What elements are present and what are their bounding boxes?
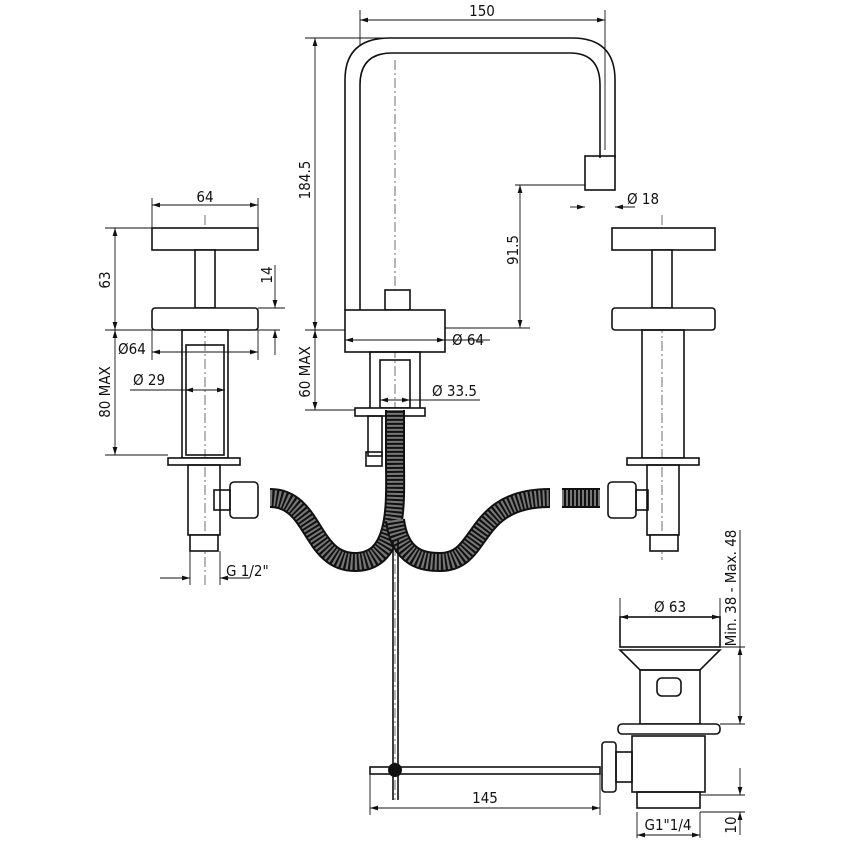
dim-handle-base-diameter: Ø64 xyxy=(118,340,146,358)
drain-waste xyxy=(601,616,722,809)
dim-center-base-diameter: Ø 64 xyxy=(452,331,484,349)
dim-nozzle-diameter: Ø 18 xyxy=(627,190,659,208)
dim-handle-shank-diameter: Ø 29 xyxy=(133,371,165,389)
dimension-lines xyxy=(105,10,745,838)
flexible-hoses xyxy=(268,410,600,573)
left-handle xyxy=(151,215,259,585)
popup-rod xyxy=(369,540,601,800)
dim-handle-base-height: 14 xyxy=(258,266,276,283)
dim-drain-diameter: Ø 63 xyxy=(654,598,686,616)
dim-handle-width: 64 xyxy=(196,188,213,206)
dim-spout-reach-height: 91.5 xyxy=(504,235,522,265)
dim-handle-max-thickness: 80 MAX xyxy=(96,366,114,418)
dim-handle-height: 63 xyxy=(96,271,114,288)
dim-spout-height: 184.5 xyxy=(296,161,314,200)
right-handle xyxy=(607,215,716,560)
dim-drain-range: Min. 38 - Max. 48 xyxy=(722,530,740,647)
dim-drain-thread-height: 10 xyxy=(722,816,740,833)
dim-center-max-thickness: 60 MAX xyxy=(296,346,314,398)
dim-center-shank-diameter: Ø 33.5 xyxy=(432,382,477,400)
dim-spout-width: 150 xyxy=(469,2,495,20)
dim-handle-thread: G 1/2" xyxy=(226,562,269,580)
dim-drain-thread: G1"1/4 xyxy=(645,816,692,834)
dim-rod-length: 145 xyxy=(472,789,498,807)
